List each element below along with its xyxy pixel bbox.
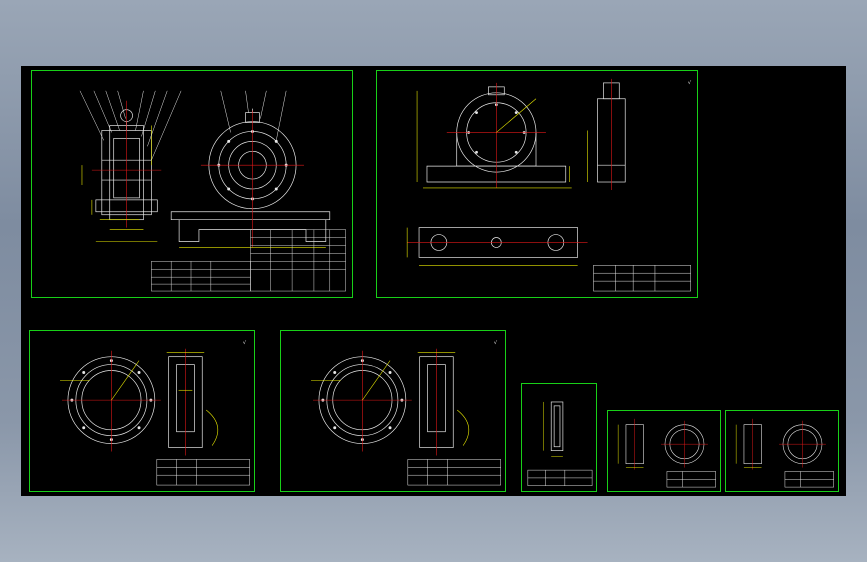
housing-drawing [406, 78, 691, 292]
sheet-corner-label: √ [687, 80, 691, 86]
sheet-assembly[interactable] [31, 70, 353, 298]
shaft-sleeve-drawing [527, 401, 593, 486]
ring-1-drawing [617, 418, 716, 488]
sheet-cover-1[interactable]: √ [29, 330, 255, 492]
sheet-corner-label: √ [493, 340, 497, 346]
sheet-shaft-sleeve[interactable] [521, 383, 597, 492]
sheet-ring-1[interactable] [607, 410, 721, 492]
cover-2-drawing [311, 348, 501, 486]
sheet-ring-2[interactable] [725, 410, 839, 492]
assembly-drawing [79, 90, 346, 292]
sheet-corner-label: √ [242, 340, 246, 346]
drawing-canvas[interactable]: √ [21, 66, 846, 496]
sheet-cover-2[interactable]: √ [280, 330, 506, 492]
cover-1-drawing [60, 348, 250, 486]
ring-2-drawing [735, 418, 834, 488]
sheet-housing[interactable]: √ [376, 70, 698, 298]
